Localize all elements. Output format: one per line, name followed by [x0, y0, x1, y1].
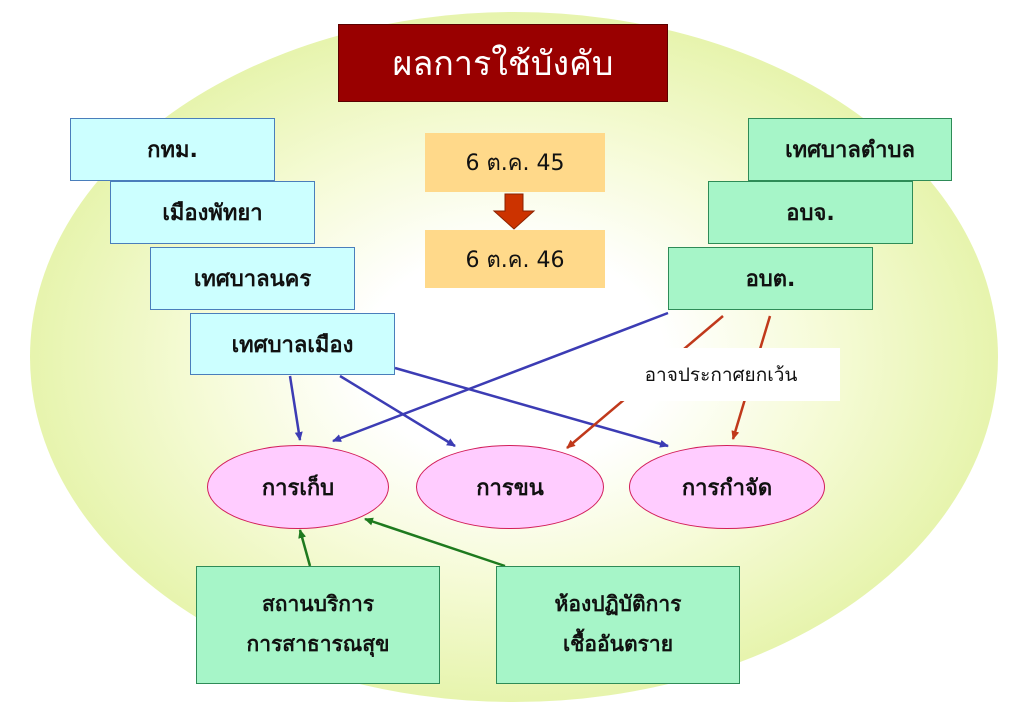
date-to: 6 ต.ค. 46 [425, 230, 605, 288]
arrow-health-service-to-collection [298, 529, 312, 567]
source-infectious-lab-line2: เชื้ออันตราย [562, 632, 674, 656]
arrow-municipal-to-transport [339, 374, 456, 448]
stage-disposal: การกำจัด [629, 445, 825, 529]
arrow-sao-to-collection [332, 311, 669, 443]
source-health-service-line1: สถานบริการ [261, 592, 375, 617]
left-box-pattaya: เมืองพัทยา [110, 181, 315, 244]
source-infectious-lab: ห้องปฏิบัติการ เชื้ออันตราย [496, 566, 740, 684]
stage-collection: การเก็บ [207, 445, 389, 529]
arrow-lab-to-collection [364, 517, 506, 568]
stage-transport: การขน [416, 445, 604, 529]
left-box-bangkok: กทม. [70, 118, 275, 181]
arrow-municipal-to-disposal [394, 366, 669, 448]
right-box-subdistrict-municipality: เทศบาลตำบล [748, 118, 952, 181]
exemption-note: อาจประกาศยกเว้น [602, 348, 840, 401]
down-arrow-icon [492, 193, 536, 230]
source-health-service-line2: การสาธารณสุข [246, 632, 390, 656]
arrow-municipal-to-collection [288, 375, 303, 441]
left-box-town-municipality: เทศบาลเมือง [190, 313, 395, 375]
right-box-sao: อบต. [668, 247, 873, 310]
left-box-city-municipality: เทศบาลนคร [150, 247, 355, 310]
source-health-service: สถานบริการ การสาธารณสุข [196, 566, 440, 684]
source-infectious-lab-line1: ห้องปฏิบัติการ [554, 592, 682, 617]
page-title: ผลการใช้บังคับ [338, 24, 668, 102]
date-from: 6 ต.ค. 45 [425, 133, 605, 192]
right-box-pao: อบจ. [708, 181, 913, 244]
